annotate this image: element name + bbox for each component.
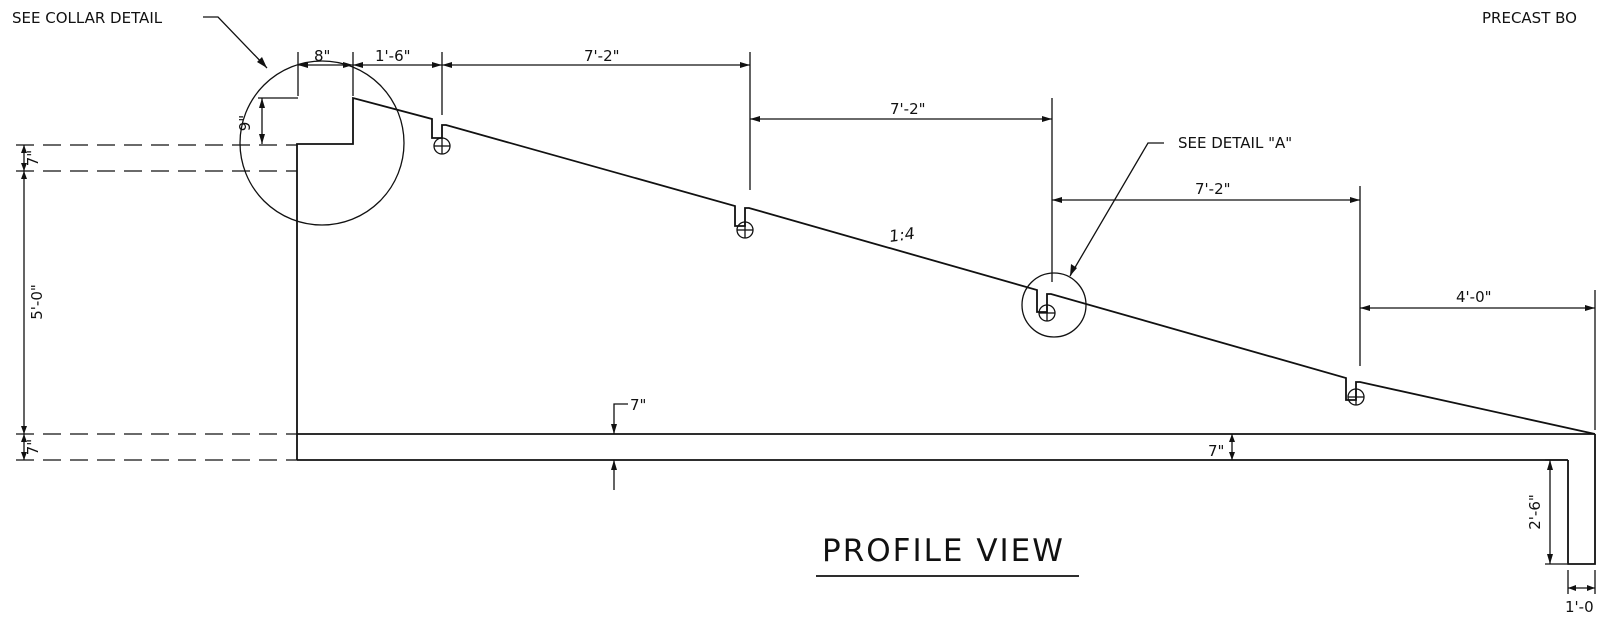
slab-dimensions: 7" 7" <box>611 396 1235 490</box>
dim-1ft6in: 1'-6" <box>375 47 411 65</box>
dim-7in-slab-callout: 7" <box>630 396 646 414</box>
pipe-marker-4 <box>1347 388 1365 406</box>
detail-a-circle <box>1021 272 1087 338</box>
pipe-marker-1 <box>433 137 451 155</box>
dim-9in-group: 9" <box>236 97 298 144</box>
dim-7in-bottom-left: 7" <box>24 439 42 455</box>
pipe-marker-2 <box>736 221 754 239</box>
detail-a-leader <box>1069 142 1164 277</box>
structure-outline <box>296 96 1596 565</box>
dim-8in: 8" <box>314 47 330 65</box>
dim-7ft2in-a: 7'-2" <box>584 47 620 65</box>
dim-7ft2in-b: 7'-2" <box>890 100 926 118</box>
dim-7in-slab-right: 7" <box>1208 442 1224 460</box>
dim-1ft0: 1'-0 <box>1565 598 1594 616</box>
toe-dimensions: 2'-6" 1'-0 <box>1526 459 1596 616</box>
main-profile-line <box>296 96 1596 460</box>
slope-label: 1:4 <box>888 224 916 246</box>
collar-callout-text: SEE COLLAR DETAIL <box>12 9 163 27</box>
top-dimensions: 8" 1'-6" 7'-2" 7'-2" 7'-2" 4'-0" <box>297 47 1596 430</box>
drawing-title: PROFILE VIEW <box>822 533 1065 569</box>
dim-7in-top-left: 7" <box>24 150 42 166</box>
dim-4ft0in: 4'-0" <box>1456 288 1492 306</box>
end-toe <box>1567 434 1596 565</box>
detail-callouts: SEE COLLAR DETAIL SEE DETAIL "A" PRECAST… <box>12 9 1577 338</box>
detail-a-callout-text: SEE DETAIL "A" <box>1178 134 1292 152</box>
left-dimensions: 7" 5'-0" 7" <box>16 144 297 461</box>
collar-leader <box>203 16 268 69</box>
corner-note-text: PRECAST BO <box>1482 9 1577 27</box>
dim-2ft6in: 2'-6" <box>1526 494 1544 530</box>
pipe-marker-3 <box>1038 304 1056 322</box>
dim-5ft0in: 5'-0" <box>28 284 46 320</box>
dim-7ft2in-c: 7'-2" <box>1195 180 1231 198</box>
title-block: PROFILE VIEW <box>816 533 1079 577</box>
pipe-markers <box>433 137 1365 406</box>
dim-9in: 9" <box>236 115 254 131</box>
collar-detail-circle <box>239 60 405 226</box>
